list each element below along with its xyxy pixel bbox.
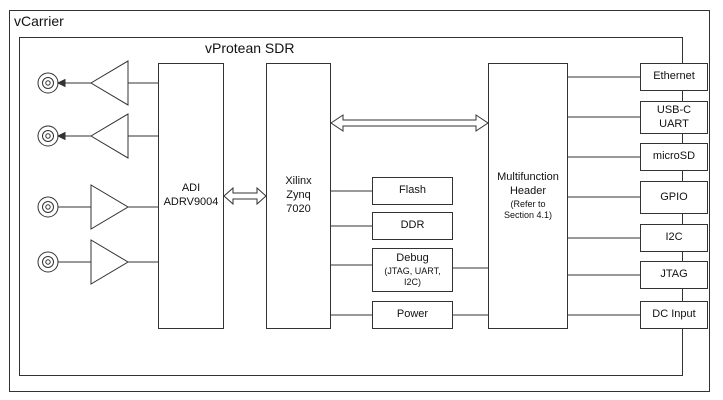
debug-label-line1: Debug — [396, 251, 429, 264]
ddr-label: DDR — [400, 219, 425, 232]
rx-amplifier-1 — [90, 184, 129, 230]
adi-transceiver-block: ADI ADRV9004 — [158, 63, 224, 329]
zynq-label-line2: Zynq — [286, 189, 311, 202]
rf-port-1 — [37, 72, 59, 94]
tx-amplifier-1 — [90, 60, 129, 106]
i2c-label: I2C — [665, 231, 683, 244]
zynq-label-line3: 7020 — [286, 202, 311, 215]
power-block: Power — [372, 301, 453, 329]
multifunction-header-block: Multifunction Header (Refer to Section 4… — [488, 63, 568, 329]
debug-block: Debug (JTAG, UART, I2C) — [372, 248, 453, 292]
multifunction-label-line4: Section 4.1) — [503, 209, 553, 220]
dc-input-label: DC Input — [652, 308, 696, 321]
gpio-label: GPIO — [660, 190, 688, 203]
usbc-label-line2: UART — [659, 117, 689, 130]
i2c-connector: I2C — [640, 224, 708, 252]
rf-port-4 — [37, 251, 59, 273]
microsd-connector: microSD — [640, 143, 708, 171]
rx-amplifier-2 — [90, 239, 129, 285]
vcarrier-title: vCarrier — [14, 13, 64, 29]
gpio-connector: GPIO — [640, 181, 708, 214]
debug-label-line2: (JTAG, UART, — [384, 265, 441, 276]
rf-port-3 — [37, 196, 59, 218]
ddr-block: DDR — [372, 212, 453, 240]
ethernet-connector: Ethernet — [640, 63, 708, 91]
jtag-label: JTAG — [660, 268, 688, 281]
flash-block: Flash — [372, 177, 453, 205]
multifunction-label-line1: Multifunction — [497, 171, 559, 183]
flash-label: Flash — [399, 184, 426, 197]
multifunction-label-line3: (Refer to — [510, 198, 546, 209]
adi-label-line1: ADI — [181, 182, 201, 195]
tx-amplifier-2 — [90, 113, 129, 159]
zynq-label-line1: Xilinx — [285, 175, 312, 188]
zynq-header-bus-arrow — [330, 114, 489, 132]
dc-input-connector: DC Input — [640, 301, 708, 329]
zynq-soc-block: Xilinx Zynq 7020 — [266, 63, 331, 329]
usbc-label-line1: USB-C — [656, 103, 692, 116]
microsd-label: microSD — [652, 150, 696, 163]
multifunction-label-line2: Header — [509, 184, 547, 197]
adi-label-line2: ADRV9004 — [163, 196, 219, 208]
power-label: Power — [396, 308, 429, 321]
debug-label-line3: I2C) — [403, 276, 421, 287]
rf-port-2 — [37, 125, 59, 147]
vprotean-sdr-title: vProtean SDR — [205, 40, 295, 56]
usbc-uart-connector: USB-C UART — [640, 101, 708, 134]
adi-zynq-bus-arrow — [223, 186, 267, 206]
ethernet-label: Ethernet — [653, 70, 695, 83]
jtag-connector: JTAG — [640, 261, 708, 289]
